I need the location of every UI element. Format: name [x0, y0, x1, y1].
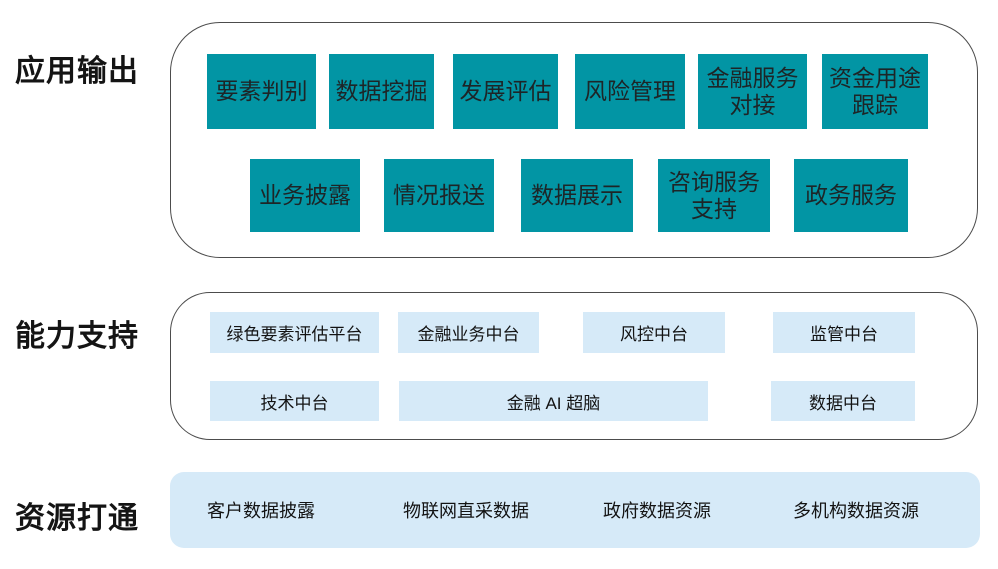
- app-box-situation-reporting: 情况报送: [384, 159, 494, 232]
- cap-box-green-element-evaluation-platform: 绿色要素评估平台: [210, 312, 379, 353]
- app-box-business-disclosure: 业务披露: [250, 159, 360, 232]
- application-output-row-1: 要素判别 数据挖掘 发展评估 风险管理 金融服务 对接 资金用途 跟踪: [171, 54, 977, 129]
- cap-box-data-middle-platform: 数据中台: [771, 381, 915, 421]
- resource-item-iot-direct-data: 物联网直采数据: [403, 501, 529, 521]
- cap-box-financial-business-middle-platform: 金融业务中台: [398, 312, 539, 353]
- app-box-fund-usage-tracking: 资金用途 跟踪: [822, 54, 928, 129]
- app-box-government-service: 政务服务: [794, 159, 908, 232]
- app-box-element-discrimination: 要素判别: [207, 54, 316, 129]
- app-box-data-mining: 数据挖掘: [329, 54, 434, 129]
- cap-box-financial-ai-superbrain: 金融 AI 超脑: [399, 381, 708, 421]
- cap-box-technology-middle-platform: 技术中台: [210, 381, 379, 421]
- capability-row-2: 技术中台 金融 AI 超脑 数据中台: [171, 381, 977, 421]
- capability-support-panel: 绿色要素评估平台 金融业务中台 风控中台 监管中台 技术中台 金融 AI 超脑 …: [170, 292, 978, 440]
- cap-box-regulatory-middle-platform: 监管中台: [773, 312, 915, 353]
- app-box-financial-service-docking: 金融服务 对接: [698, 54, 807, 129]
- resource-item-customer-data-disclosure: 客户数据披露: [207, 501, 315, 521]
- application-output-panel: 要素判别 数据挖掘 发展评估 风险管理 金融服务 对接 资金用途 跟踪 业务披露…: [170, 22, 978, 258]
- section-label-resource-connection: 资源打通: [15, 502, 139, 535]
- app-box-consulting-service-support: 咨询服务 支持: [658, 159, 770, 232]
- app-box-data-display: 数据展示: [521, 159, 633, 232]
- resource-item-multi-institution-data: 多机构数据资源: [793, 501, 919, 521]
- resource-item-government-data: 政府数据资源: [603, 501, 711, 521]
- section-label-capability-support: 能力支持: [15, 320, 139, 353]
- resource-connection-strip: 客户数据披露 物联网直采数据 政府数据资源 多机构数据资源: [170, 472, 980, 548]
- cap-box-risk-control-middle-platform: 风控中台: [583, 312, 725, 353]
- app-box-risk-management: 风险管理: [575, 54, 685, 129]
- app-box-development-evaluation: 发展评估: [453, 54, 558, 129]
- capability-row-1: 绿色要素评估平台 金融业务中台 风控中台 监管中台: [171, 312, 977, 353]
- section-label-application-output: 应用输出: [15, 55, 139, 88]
- application-output-row-2: 业务披露 情况报送 数据展示 咨询服务 支持 政务服务: [171, 159, 977, 232]
